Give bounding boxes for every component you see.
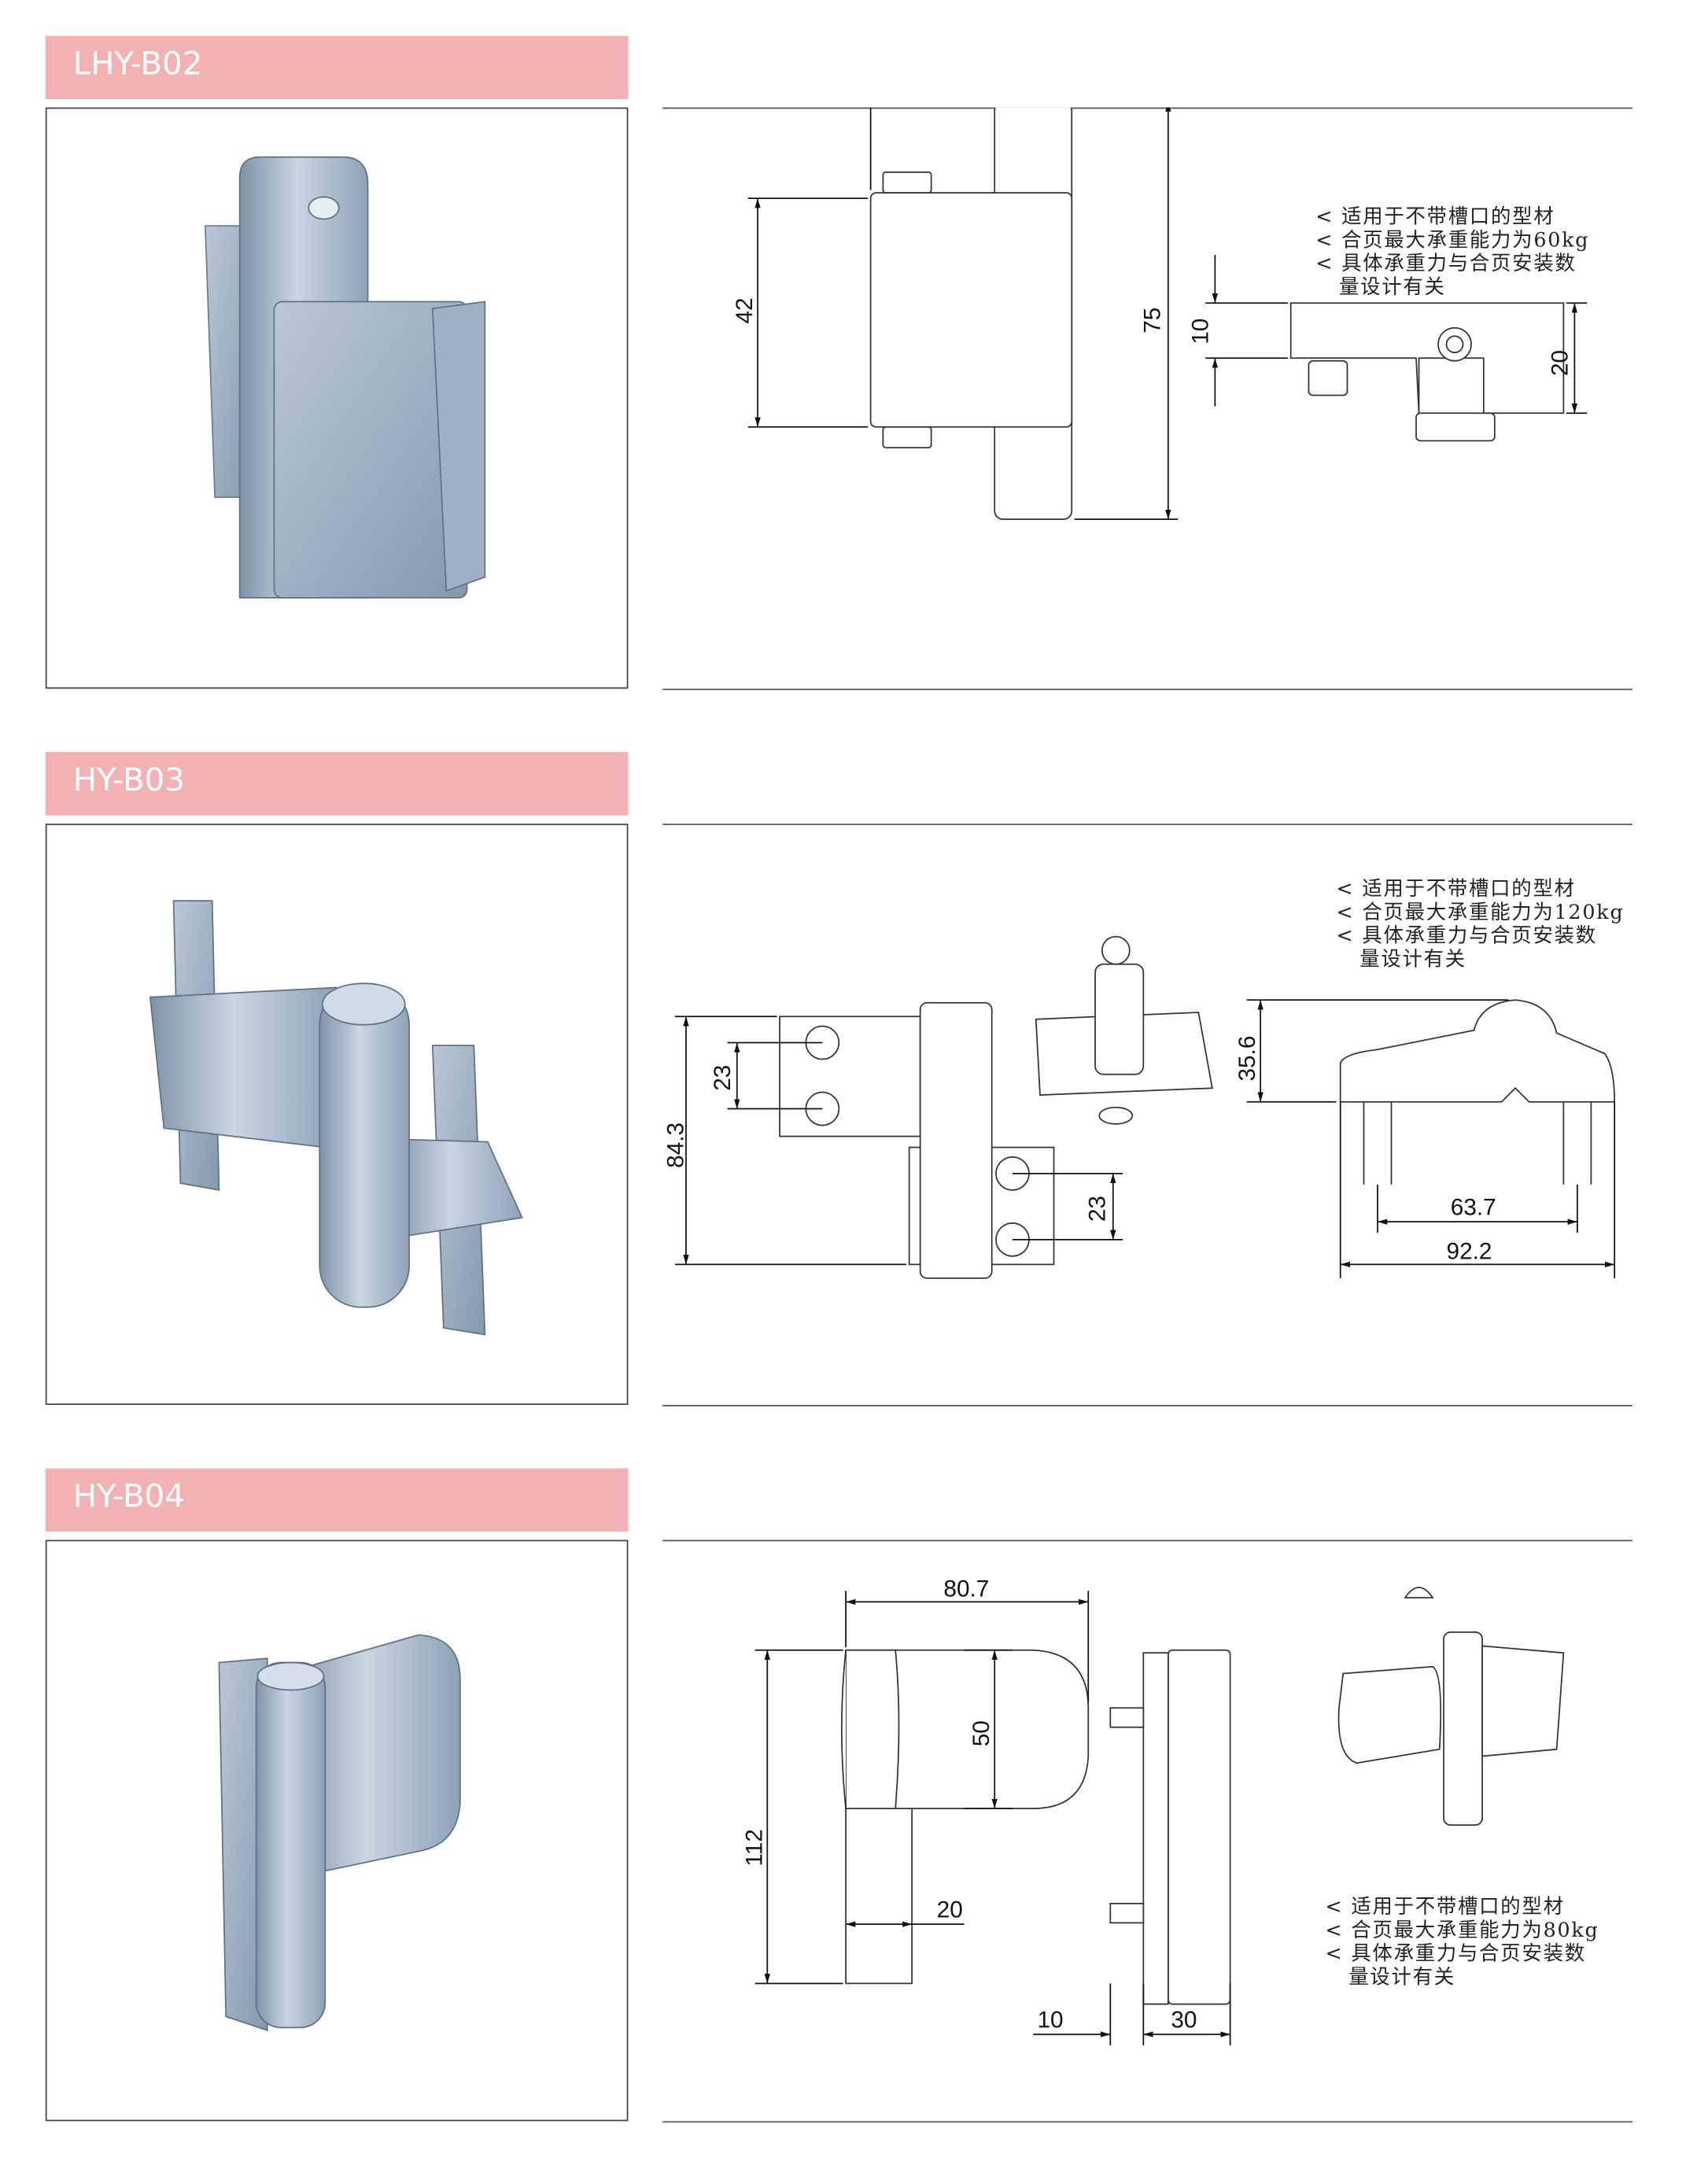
dim-height-total: 84.3 [662, 1123, 688, 1168]
note: 合页最大承重能力为120kg [1362, 901, 1625, 924]
divider [662, 2121, 1632, 2123]
model-title: LHY-B02 [72, 46, 203, 83]
dim-leaf-height: 50 [968, 1720, 994, 1746]
note: 量设计有关 [1338, 276, 1446, 299]
bullet: < [1325, 1919, 1344, 1942]
note: 合页最大承重能力为60kg [1341, 230, 1590, 253]
bullet: < [1325, 1943, 1344, 1966]
bullet: < [1336, 901, 1355, 924]
bullet: < [1315, 253, 1334, 276]
model-title: HY-B04 [72, 1479, 185, 1516]
bullet: < [1325, 1897, 1344, 1919]
note: 适用于不带槽口的型材 [1341, 206, 1555, 229]
dim-side-height: 20 [1548, 350, 1573, 376]
dim-side-offset: 10 [1038, 2007, 1064, 2033]
dim-hole-pitch-right: 23 [1084, 1196, 1110, 1222]
spec-notes: < 适用于不带槽口的型材 < 合页最大承重能力为60kg < 具体承重力与合页安… [1315, 207, 1589, 300]
product-image-lhy-b02 [45, 107, 629, 689]
dim-height-total: 75 [1139, 308, 1165, 334]
note: 量设计有关 [1359, 949, 1466, 971]
dim-width-top: 80.7 [943, 1576, 989, 1602]
dim-height-total: 112 [741, 1829, 767, 1866]
technical-drawing-hy-b03: 23 84.3 23 35.6 63.7 92.2 [662, 935, 1616, 1279]
dim-pin-width: 20 [937, 1897, 963, 1923]
model-header-hy-b03: HY-B03 [45, 752, 629, 816]
hinge-3d-render [149, 900, 523, 1336]
divider [662, 1405, 1632, 1406]
model-header-lhy-b02: LHY-B02 [45, 35, 629, 100]
spec-notes: < 适用于不带槽口的型材 < 合页最大承重能力为80kg < 具体承重力与合页安… [1325, 1897, 1599, 1990]
dim-hole-pitch-left: 23 [710, 1065, 736, 1091]
note: 适用于不带槽口的型材 [1351, 1897, 1565, 1919]
bullet: < [1336, 925, 1355, 948]
note: 适用于不带槽口的型材 [1362, 879, 1576, 901]
bullet: < [1315, 230, 1334, 253]
divider [662, 107, 1632, 109]
technical-drawing-hy-b04: 80.7 50 112 20 10 30 [741, 1576, 1565, 2046]
dim-inner-width: 63.7 [1451, 1194, 1496, 1220]
spec-notes: < 适用于不带槽口的型材 < 合页最大承重能力为120kg < 具体承重力与合页… [1336, 879, 1624, 972]
divider [662, 824, 1632, 825]
hinge-3d-render [204, 156, 486, 599]
dim-side-width: 30 [1171, 2007, 1197, 2033]
dim-profile-height: 35.6 [1234, 1036, 1260, 1082]
dim-outer-width: 92.2 [1447, 1238, 1492, 1264]
bullet: < [1336, 879, 1355, 901]
note: 量设计有关 [1348, 1967, 1455, 1989]
dim-side-small: 10 [1188, 319, 1214, 345]
note: 合页最大承重能力为80kg [1351, 1919, 1599, 1942]
divider [662, 1539, 1632, 1542]
divider [662, 688, 1632, 691]
note: 具体承重力与合页安装数 [1362, 925, 1597, 948]
product-image-hy-b04 [45, 1539, 629, 2122]
model-title: HY-B03 [72, 763, 185, 799]
hinge-3d-render [218, 1634, 461, 2032]
note: 具体承重力与合页安装数 [1341, 253, 1577, 276]
product-image-hy-b03 [45, 824, 629, 1406]
dim-height-body: 42 [732, 297, 758, 323]
technical-drawing-lhy-b02: 36 42 75 10 20 [732, 107, 1588, 521]
note: 具体承重力与合页安装数 [1351, 1943, 1586, 1966]
model-header-hy-b04: HY-B04 [45, 1468, 629, 1532]
bullet: < [1315, 206, 1334, 229]
